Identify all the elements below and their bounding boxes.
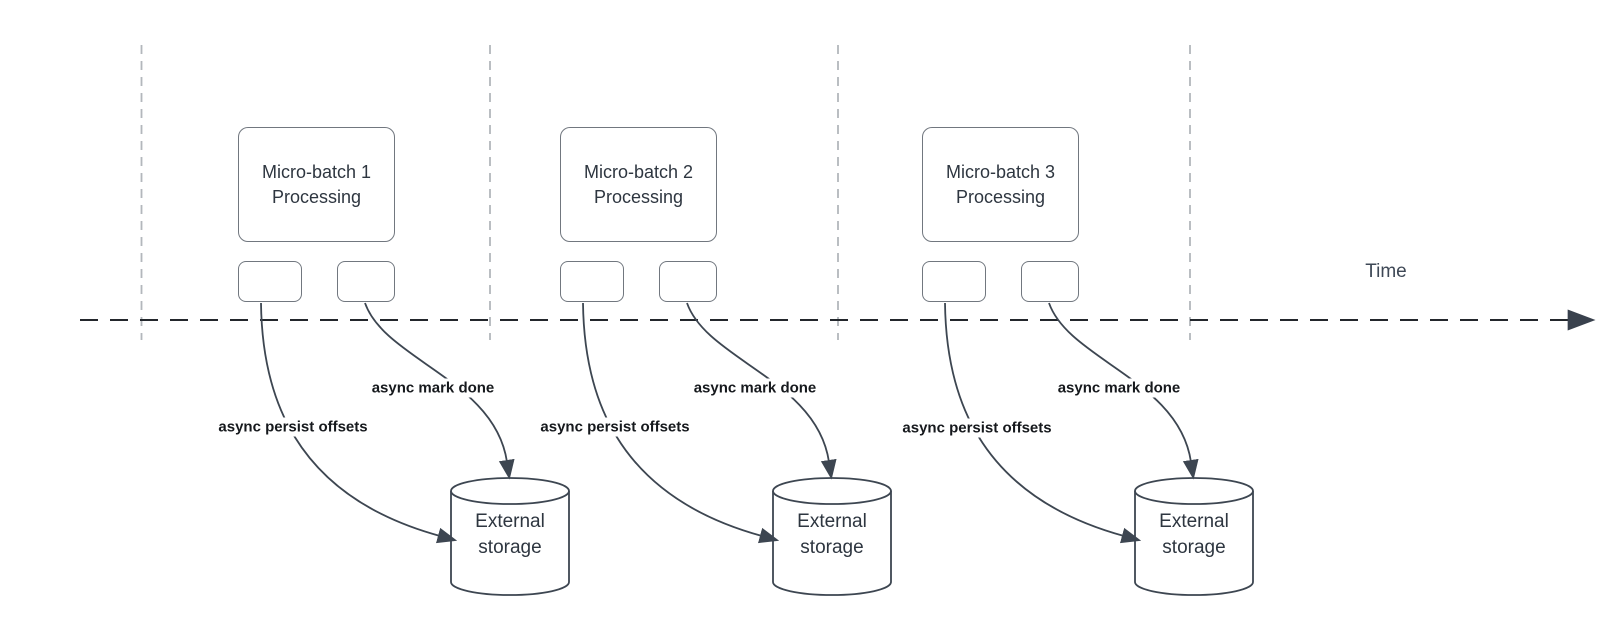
mark-done-label: async mark done xyxy=(1054,378,1184,398)
persist-offsets-label: async persist offsets xyxy=(537,417,693,437)
micro-batch-title-line1: Micro-batch 2 xyxy=(583,161,694,182)
persist-offsets-node-1 xyxy=(238,261,302,302)
micro-batch-title-line2: Processing xyxy=(593,186,684,207)
external-storage-cylinder xyxy=(1134,491,1254,596)
mark-done-node-1 xyxy=(337,261,395,302)
mark-done-label: async mark done xyxy=(690,378,820,398)
external-storage-line2: storage xyxy=(1162,537,1226,558)
persist-offsets-arrow xyxy=(260,302,458,544)
persist-offsets-label: async persist offsets xyxy=(215,417,371,437)
mark-done-arrow xyxy=(1048,302,1199,480)
persist-offsets-label: async persist offsets xyxy=(899,418,1055,438)
persist-offsets-node-3 xyxy=(922,261,986,302)
external-storage-cylinder-top xyxy=(450,477,570,505)
external-storage-label-1: External storage xyxy=(475,509,545,561)
external-storage-cylinder xyxy=(450,491,570,596)
micro-batch-title-line2: Processing xyxy=(271,186,362,207)
micro-batch-box-3: Micro-batch 3 Processing xyxy=(922,127,1079,242)
time-axis-label: Time xyxy=(1365,261,1407,282)
micro-batch-box-1: Micro-batch 1 Processing xyxy=(238,127,395,242)
external-storage-line1: External xyxy=(475,511,545,532)
mark-done-label: async mark done xyxy=(368,378,498,398)
external-storage-line1: External xyxy=(1159,511,1229,532)
external-storage-cylinder-top xyxy=(1134,477,1254,505)
external-storage-line1: External xyxy=(797,511,867,532)
micro-batch-title-line1: Micro-batch 3 xyxy=(945,161,1056,182)
external-storage-line2: storage xyxy=(478,537,542,558)
mark-done-arrow xyxy=(686,302,837,480)
micro-batch-title-line2: Processing xyxy=(955,186,1046,207)
external-storage-line2: storage xyxy=(800,537,864,558)
external-storage-cylinder-top xyxy=(772,477,892,505)
micro-batch-title-line1: Micro-batch 1 xyxy=(261,161,372,182)
persist-offsets-arrow xyxy=(582,302,780,544)
micro-batch-box-2: Micro-batch 2 Processing xyxy=(560,127,717,242)
group-1-shapes xyxy=(260,302,570,596)
mark-done-arrow xyxy=(364,302,515,480)
mark-done-node-3 xyxy=(1021,261,1079,302)
group-2-shapes xyxy=(582,302,892,596)
persist-offsets-node-2 xyxy=(560,261,624,302)
mark-done-node-2 xyxy=(659,261,717,302)
external-storage-cylinder xyxy=(772,491,892,596)
external-storage-label-2: External storage xyxy=(797,509,867,561)
external-storage-label-3: External storage xyxy=(1159,509,1229,561)
